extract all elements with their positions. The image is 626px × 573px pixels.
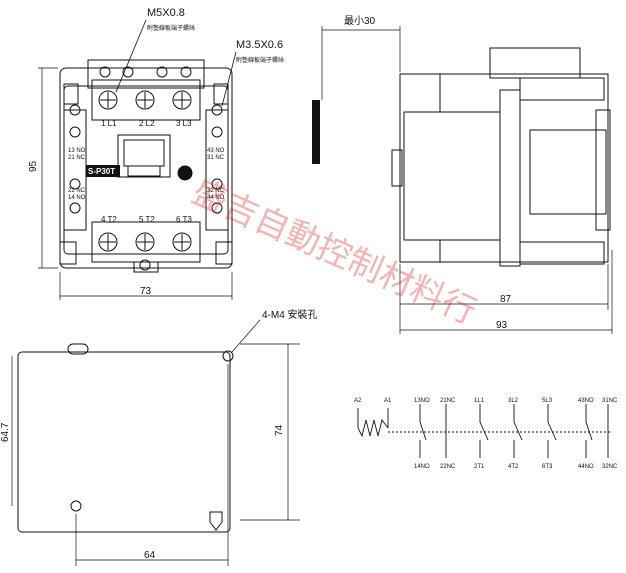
circuit-label-44no: 44NO (578, 464, 594, 470)
aux-label-14: 14 NO (68, 195, 86, 201)
top-small-screws (99, 66, 192, 78)
side-view (312, 47, 611, 267)
front-view-dimensions (38, 67, 233, 300)
front-view (59, 59, 233, 273)
circuit-bottom-labels: 14NO 22NC 2T1 4T2 6T3 44NO 32NC (414, 464, 618, 470)
circuit-label-14no: 14NO (414, 464, 430, 470)
dim-h-64.7: 64.7 (0, 422, 11, 442)
circuit-label-43no: 43NO (578, 398, 594, 404)
callout-m35: M3.5X0.6 (236, 39, 283, 51)
circuit-label-31nc: 31NC (602, 398, 618, 404)
terminal-label-2: 2 L2 (139, 119, 155, 128)
side-view-dimensions (321, 26, 613, 334)
aux-label-21: 21 NC (68, 155, 86, 161)
terminal-label-5: 5 T2 (139, 215, 155, 224)
mount-hole-label: 4-M4 安裝孔 (262, 308, 318, 321)
circuit-label-5l3: 5L3 (542, 398, 553, 404)
circuit-label-a1: A1 (384, 398, 392, 404)
terminal-label-4: 4 T2 (101, 215, 117, 224)
bottom-main-terminal-screws (98, 232, 192, 252)
dim-width-73: 73 (140, 286, 152, 297)
left-aux-screws (69, 104, 81, 214)
terminal-label-3: 3 L3 (176, 119, 192, 128)
top-main-terminal-screws (98, 90, 192, 110)
dim-w-64: 64 (144, 550, 156, 561)
aux-label-13: 13 NO (68, 148, 86, 154)
callout-m35-note: 附墊線板端子螺絲 (236, 56, 284, 64)
circuit-label-21nc: 21NC (440, 398, 456, 404)
circuit-label-13no: 13NO (414, 398, 430, 404)
circuit-label-22nc: 22NC (440, 464, 456, 470)
circuit-top-labels: A2 A1 13NO 21NC 1L1 3L2 5L3 43NO 31NC (354, 398, 618, 404)
callout-m5: M5X0.8 (147, 7, 185, 19)
circuit-label-a2: A2 (354, 398, 362, 404)
indicator-dot (177, 165, 193, 181)
mount-view-dimensions (11, 319, 300, 566)
circuit-label-4t2: 4T2 (508, 464, 519, 470)
dim-depth-93: 93 (496, 320, 508, 331)
watermark: 盛吉自動控制材料行 (186, 172, 482, 333)
aux-label-44: 44 NO (207, 195, 225, 201)
coil-symbol (357, 418, 389, 438)
circuit-label-2t1: 2T1 (474, 464, 485, 470)
dim-height-95: 95 (28, 160, 39, 172)
aux-label-22: 22 NC (68, 188, 86, 194)
front-view-labels: 1 L1 2 L2 3 L3 4 T2 5 T2 6 T3 13 NO 21 N… (68, 119, 225, 224)
mount-view (17, 343, 234, 533)
dim-depth-87: 87 (500, 294, 512, 305)
circuit-label-1l1: 1L1 (474, 398, 485, 404)
aux-label-31: 31 NC (207, 155, 225, 161)
circuit-label-3l2: 3L2 (508, 398, 519, 404)
front-view-screws (69, 66, 223, 271)
circuit-diagram (357, 404, 612, 458)
model-label: S-P30T (88, 167, 115, 176)
right-aux-screws (211, 104, 223, 214)
dim-min-clearance: 最小30 (344, 15, 376, 27)
terminal-label-6: 6 T3 (176, 215, 192, 224)
circuit-label-6t3: 6T3 (542, 464, 553, 470)
circuit-label-32nc: 32NC (602, 464, 618, 470)
front-view-callouts: M5X0.8 附墊線板端子螺絲 M3.5X0.6 附墊線板端子螺絲 (115, 7, 284, 107)
callout-m5-note: 附墊線板端子螺絲 (147, 24, 195, 32)
aux-label-43: 43 NO (207, 148, 225, 154)
aux-label-32: 32 NC (207, 188, 225, 194)
dim-h-74: 74 (274, 424, 285, 436)
terminal-label-1: 1 L1 (101, 119, 117, 128)
